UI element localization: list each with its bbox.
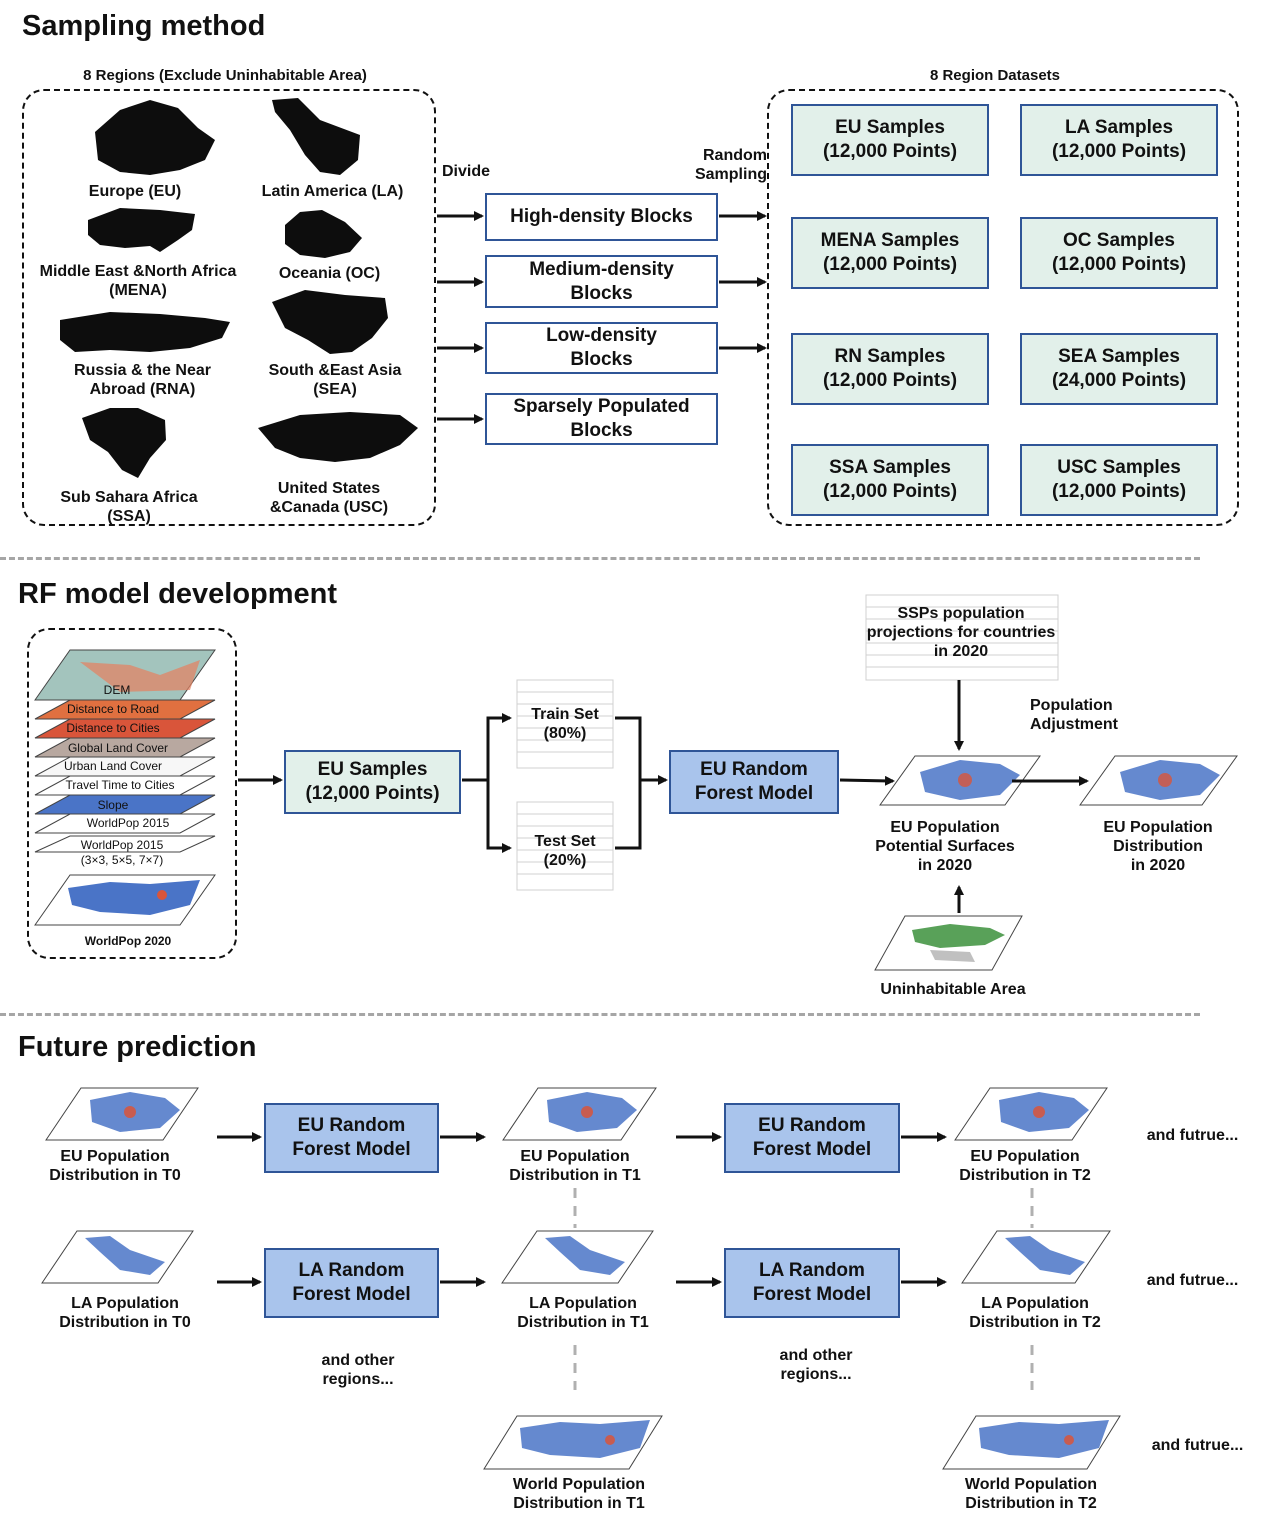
other-regions-1: and other regions... [321,1352,395,1388]
test-set-label: Test Set (20%) [534,833,596,869]
la-t0-label: LA Population Distribution in T0 [59,1295,191,1331]
regions-panel [22,89,436,526]
train-set-label: Train Set (80%) [531,706,599,742]
mena-map-icon [88,208,195,252]
section-separator [0,1013,1200,1016]
layer-travel-time [34,775,216,796]
russia-map-icon [60,312,230,352]
layer-worldpop2015-window [34,835,216,853]
block-low-density: Low-density Blocks [485,322,718,374]
dataset-mena: MENA Samples (12,000 Points) [791,217,989,289]
future-la-rf-model-1: LA Random Forest Model [264,1248,439,1318]
potential-surfaces-label: EU Population Potential Surfaces in 2020 [875,819,1015,874]
layer-label-urban-land-cover: Urban Land Cover [63,759,163,773]
sub-sahara-africa-map-icon [82,408,166,478]
merge-connector [615,716,642,850]
layer-slope [34,794,216,815]
south-east-asia-map-icon [272,290,388,354]
input-layers-panel [27,628,237,959]
dataset-la: LA Samples (12,000 Points) [1020,104,1218,176]
world-t1-label: World Population Distribution in T1 [512,1476,646,1512]
other-regions-2: and other regions... [779,1347,853,1383]
layer-label-travel-time: Travel Time to Cities [65,778,175,792]
region-label-usc: United States &Canada (USC) [269,480,389,516]
eu-t0-label: EU Population Distribution in T0 [49,1148,181,1184]
dataset-usc: USC Samples (12,000 Points) [1020,444,1218,516]
layer-label-distance-cities: Distance to Cities [66,721,160,735]
datasets-header: 8 Region Datasets [929,67,1061,84]
section-title-future: Future prediction [18,1031,257,1063]
section-title-rf: RF model development [18,578,338,610]
adjustment-label: Population Adjustment [1030,697,1118,733]
and-future-world: and futrue... [1151,1437,1244,1454]
eu-t2-label: EU Population Distribution in T2 [959,1148,1091,1184]
layer-label-global-land-cover: Global Land Cover [67,741,169,755]
layer-label-slope: Slope [97,798,129,812]
europe-map-icon [95,100,215,175]
rf-eu-samples: EU Samples (12,000 Points) [284,750,461,814]
dataset-ssa: SSA Samples (12,000 Points) [791,444,989,516]
layer-label-dem: DEM [103,683,131,697]
layer-label-worldpop2015: WorldPop 2015 [86,816,170,830]
uninhabitable-label: Uninhabitable Area [880,981,1026,998]
future-eu-rf-model-1: EU Random Forest Model [264,1103,439,1173]
region-label-rna: Russia & the Near Abroad (RNA) [74,362,211,398]
rf-distribution-label: EU Population Distribution in 2020 [1103,819,1213,874]
layer-worldpop2015 [34,813,216,834]
region-label-oc: Oceania (OC) [278,265,381,282]
regions-header: 8 Regions (Exclude Uninhabitable Area) [83,67,367,84]
worldpop2020-label: WorldPop 2020 [84,934,172,948]
layer-label-distance-road: Distance to Road [66,702,160,716]
section-separator [0,557,1200,560]
usc-map-icon [258,412,418,462]
layer-label-window-sizes: (3×3, 5×5, 7×7) [80,853,164,867]
dataset-eu: EU Samples (12,000 Points) [791,104,989,176]
eu-t1-label: EU Population Distribution in T1 [509,1148,641,1184]
section-title-sampling: Sampling method [22,10,266,42]
and-future-eu: and futrue... [1146,1127,1239,1144]
world-t2-label: World Population Distribution in T2 [964,1476,1098,1512]
random-sampling-label: Random Sampling [694,147,767,183]
layer-distance-cities [34,718,216,739]
arrow-model-to-potential [839,775,895,786]
region-label-mena: Middle East &North Africa (MENA) [39,263,237,299]
split-connector [462,713,512,782]
region-label-la: Latin America (LA) [261,183,404,200]
future-la-rf-model-2: LA Random Forest Model [724,1248,900,1318]
latin-america-map-icon [272,98,360,175]
la-t2-label: LA Population Distribution in T2 [969,1295,1101,1331]
split-connector-test [486,780,512,853]
block-medium-density: Medium-density Blocks [485,255,718,308]
layer-global-land-cover [34,737,216,758]
divide-label: Divide [441,163,490,180]
datasets-panel [767,89,1239,526]
block-sparsely-populated: Sparsely Populated Blocks [485,393,718,445]
oceania-map-icon [285,210,362,258]
layer-urban-land-cover [34,756,216,777]
ssp-label: SSPs population projections for countrie… [866,605,1056,660]
block-high-density: High-density Blocks [485,193,718,241]
dataset-oc: OC Samples (12,000 Points) [1020,217,1218,289]
region-label-sea: South &East Asia (SEA) [268,362,402,398]
layer-label-worldpop2015-window: WorldPop 2015 [80,838,164,852]
layer-distance-road [34,699,216,720]
la-t1-label: LA Population Distribution in T1 [517,1295,649,1331]
and-future-la: and futrue... [1146,1272,1239,1289]
rf-eu-model: EU Random Forest Model [669,750,839,814]
dataset-sea: SEA Samples (24,000 Points) [1020,333,1218,405]
region-label-ssa: Sub Sahara Africa (SSA) [60,489,198,525]
future-eu-rf-model-2: EU Random Forest Model [724,1103,900,1173]
dataset-rn: RN Samples (12,000 Points) [791,333,989,405]
region-label-eu: Europe (EU) [88,183,182,200]
